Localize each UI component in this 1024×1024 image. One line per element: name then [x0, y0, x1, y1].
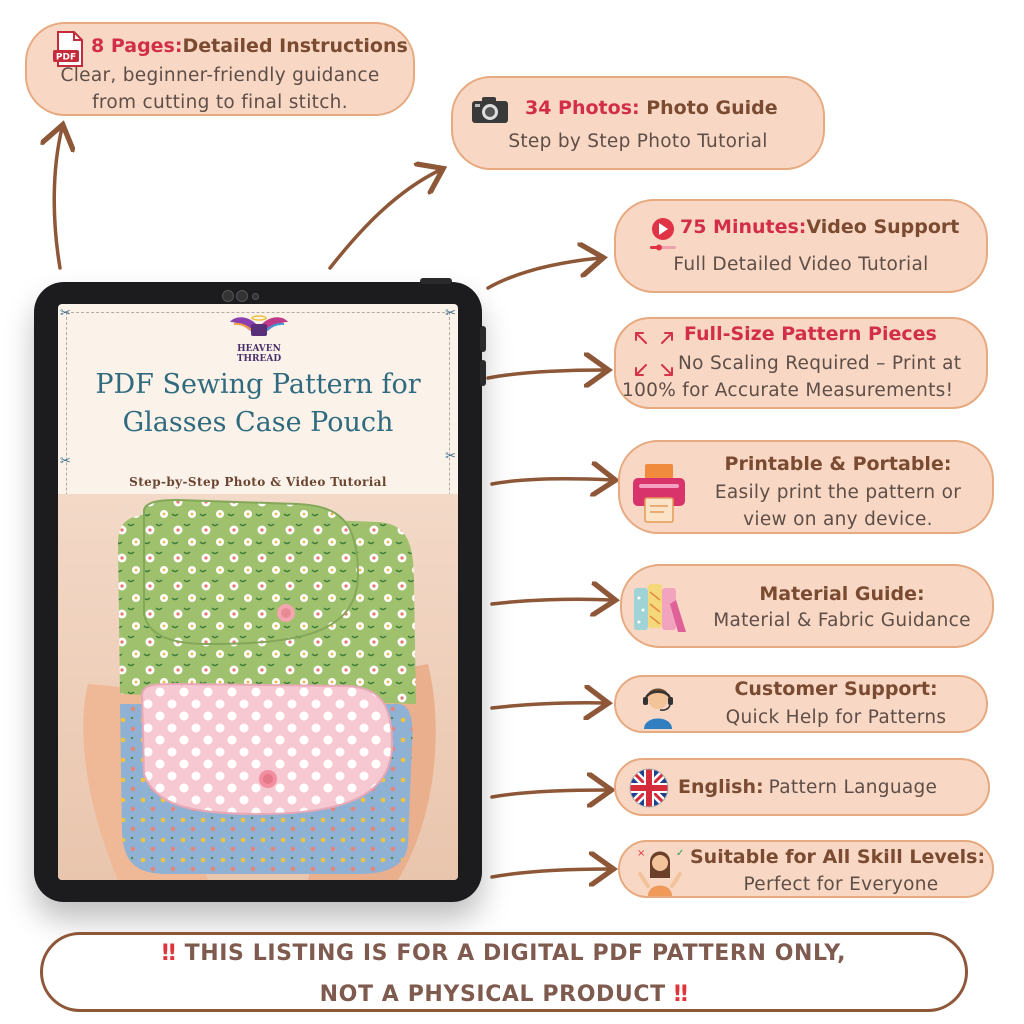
pdf-file-icon: PDF: [52, 30, 86, 72]
camera-icon: [471, 96, 509, 128]
fullsize-title: Full-Size Pattern Pieces: [684, 323, 937, 345]
tablet-camera: [236, 290, 248, 302]
printer-icon: [630, 462, 688, 528]
heaven-thread-logo: HEAVEN THREAD: [228, 310, 290, 364]
tablet-led: [252, 293, 259, 300]
banner-line-1: THIS LISTING IS FOR A DIGITAL PDF PATTER…: [184, 941, 847, 966]
arrow-to-fullsize: [486, 370, 605, 378]
feature-skill: × ✓ Suitable for All Skill Levels: Perfe…: [618, 840, 994, 898]
winged-sewing-machine-icon: [230, 315, 288, 336]
fabric-rolls-icon: [632, 580, 688, 638]
cover-heading: PDF Sewing Pattern for Glasses Case Pouc…: [58, 366, 458, 442]
arrow-to-pages: [54, 128, 62, 270]
fullsize-line-1: No Scaling Required – Print at: [678, 353, 962, 374]
pages-line-1: Clear, beginner-friendly guidance: [60, 65, 380, 86]
video-title: Video Support: [806, 216, 960, 238]
tablet-screen: ✂ ✂ ✂ ✂ HEAVEN THREAD PDF Sewing Pattern…: [58, 304, 458, 880]
logo-line-2: THREAD: [236, 354, 282, 364]
svg-text:×: ×: [637, 848, 645, 859]
arrow-to-photos: [328, 170, 440, 270]
customer-support-icon: [636, 679, 680, 733]
cover-heading-line-2: Glasses Case Pouch: [122, 407, 394, 438]
feature-support: Customer Support: Quick Help for Pattern…: [614, 675, 988, 733]
tablet-volume-down: [480, 360, 486, 386]
support-title: Customer Support:: [734, 678, 938, 700]
printable-line-1: Easily print the pattern or: [714, 482, 962, 503]
cover-subheading: Step-by-Step Photo & Video Tutorial: [129, 475, 387, 489]
language-line-1: Pattern Language: [768, 777, 938, 798]
cover-heading-line-1: PDF Sewing Pattern for: [95, 369, 421, 400]
fullsize-line-2: 100% for Accurate Measurements!: [622, 380, 954, 401]
digital-only-banner: ‼ THIS LISTING IS FOR A DIGITAL PDF PATT…: [40, 932, 968, 1012]
printable-title: Printable & Portable:: [724, 453, 952, 475]
feature-material: Material Guide: Material & Fabric Guidan…: [620, 564, 994, 648]
photos-title: Photo Guide: [646, 97, 778, 119]
arrow-to-printable: [490, 479, 612, 484]
glasses-case-photo: [58, 494, 458, 880]
uk-flag-icon: [628, 767, 670, 813]
pages-line-2: from cutting to final stitch.: [92, 92, 348, 113]
support-line-1: Quick Help for Patterns: [725, 707, 947, 728]
double-exclamation-icon: ‼: [673, 982, 689, 1007]
arrow-to-support: [490, 703, 605, 708]
tablet-power-button: [420, 278, 452, 284]
feature-printable: Printable & Portable: Easily print the p…: [618, 440, 994, 534]
play-video-icon: [648, 216, 678, 256]
skill-title: Suitable for All Skill Levels:: [690, 846, 986, 868]
expand-arrows-icon: [632, 329, 676, 383]
feature-language: English: Pattern Language: [614, 758, 990, 816]
material-title: Material Guide:: [759, 583, 925, 605]
tablet-volume-up: [480, 326, 486, 352]
double-exclamation-icon: ‼: [161, 941, 177, 966]
skill-line-1: Perfect for Everyone: [743, 874, 939, 895]
arrow-to-skill: [490, 869, 610, 877]
tablet-sensor: [222, 290, 234, 302]
feature-photos: 34 Photos: Photo Guide Step by Step Phot…: [451, 76, 825, 170]
feature-fullsize: Full-Size Pattern Pieces No Scaling Requ…: [614, 317, 988, 409]
video-title-accent: 75 Minutes:: [680, 216, 807, 238]
arrow-to-video: [486, 258, 600, 290]
logo-line-1: HEAVEN: [237, 344, 281, 354]
arrow-to-language: [490, 790, 608, 797]
printable-line-2: view on any device.: [743, 509, 933, 530]
photos-line-1: Step by Step Photo Tutorial: [508, 131, 768, 152]
video-line-1: Full Detailed Video Tutorial: [673, 254, 929, 275]
arrow-to-material: [490, 599, 612, 604]
feature-pages: PDF 8 Pages:Detailed Instructions Clear,…: [25, 22, 415, 116]
skill-person-icon: × ✓: [634, 844, 686, 900]
feature-video: 75 Minutes:Video Support Full Detailed V…: [614, 199, 988, 293]
pdf-badge: PDF: [56, 53, 76, 63]
tablet-device: ✂ ✂ ✂ ✂ HEAVEN THREAD PDF Sewing Pattern…: [34, 278, 486, 902]
banner-line-2: NOT A PHYSICAL PRODUCT: [319, 982, 666, 1007]
pages-title: Detailed Instructions: [182, 35, 408, 57]
scissors-icon: ✂: [445, 449, 456, 464]
pages-title-accent: 8 Pages:: [91, 35, 183, 57]
scissors-icon: ✂: [445, 306, 456, 321]
scissors-icon: ✂: [60, 306, 71, 321]
material-line-1: Material & Fabric Guidance: [713, 610, 971, 631]
photos-title-accent: 34 Photos:: [525, 97, 640, 119]
language-title: English:: [678, 776, 764, 798]
scissors-icon: ✂: [60, 454, 71, 469]
svg-text:✓: ✓: [676, 848, 684, 859]
